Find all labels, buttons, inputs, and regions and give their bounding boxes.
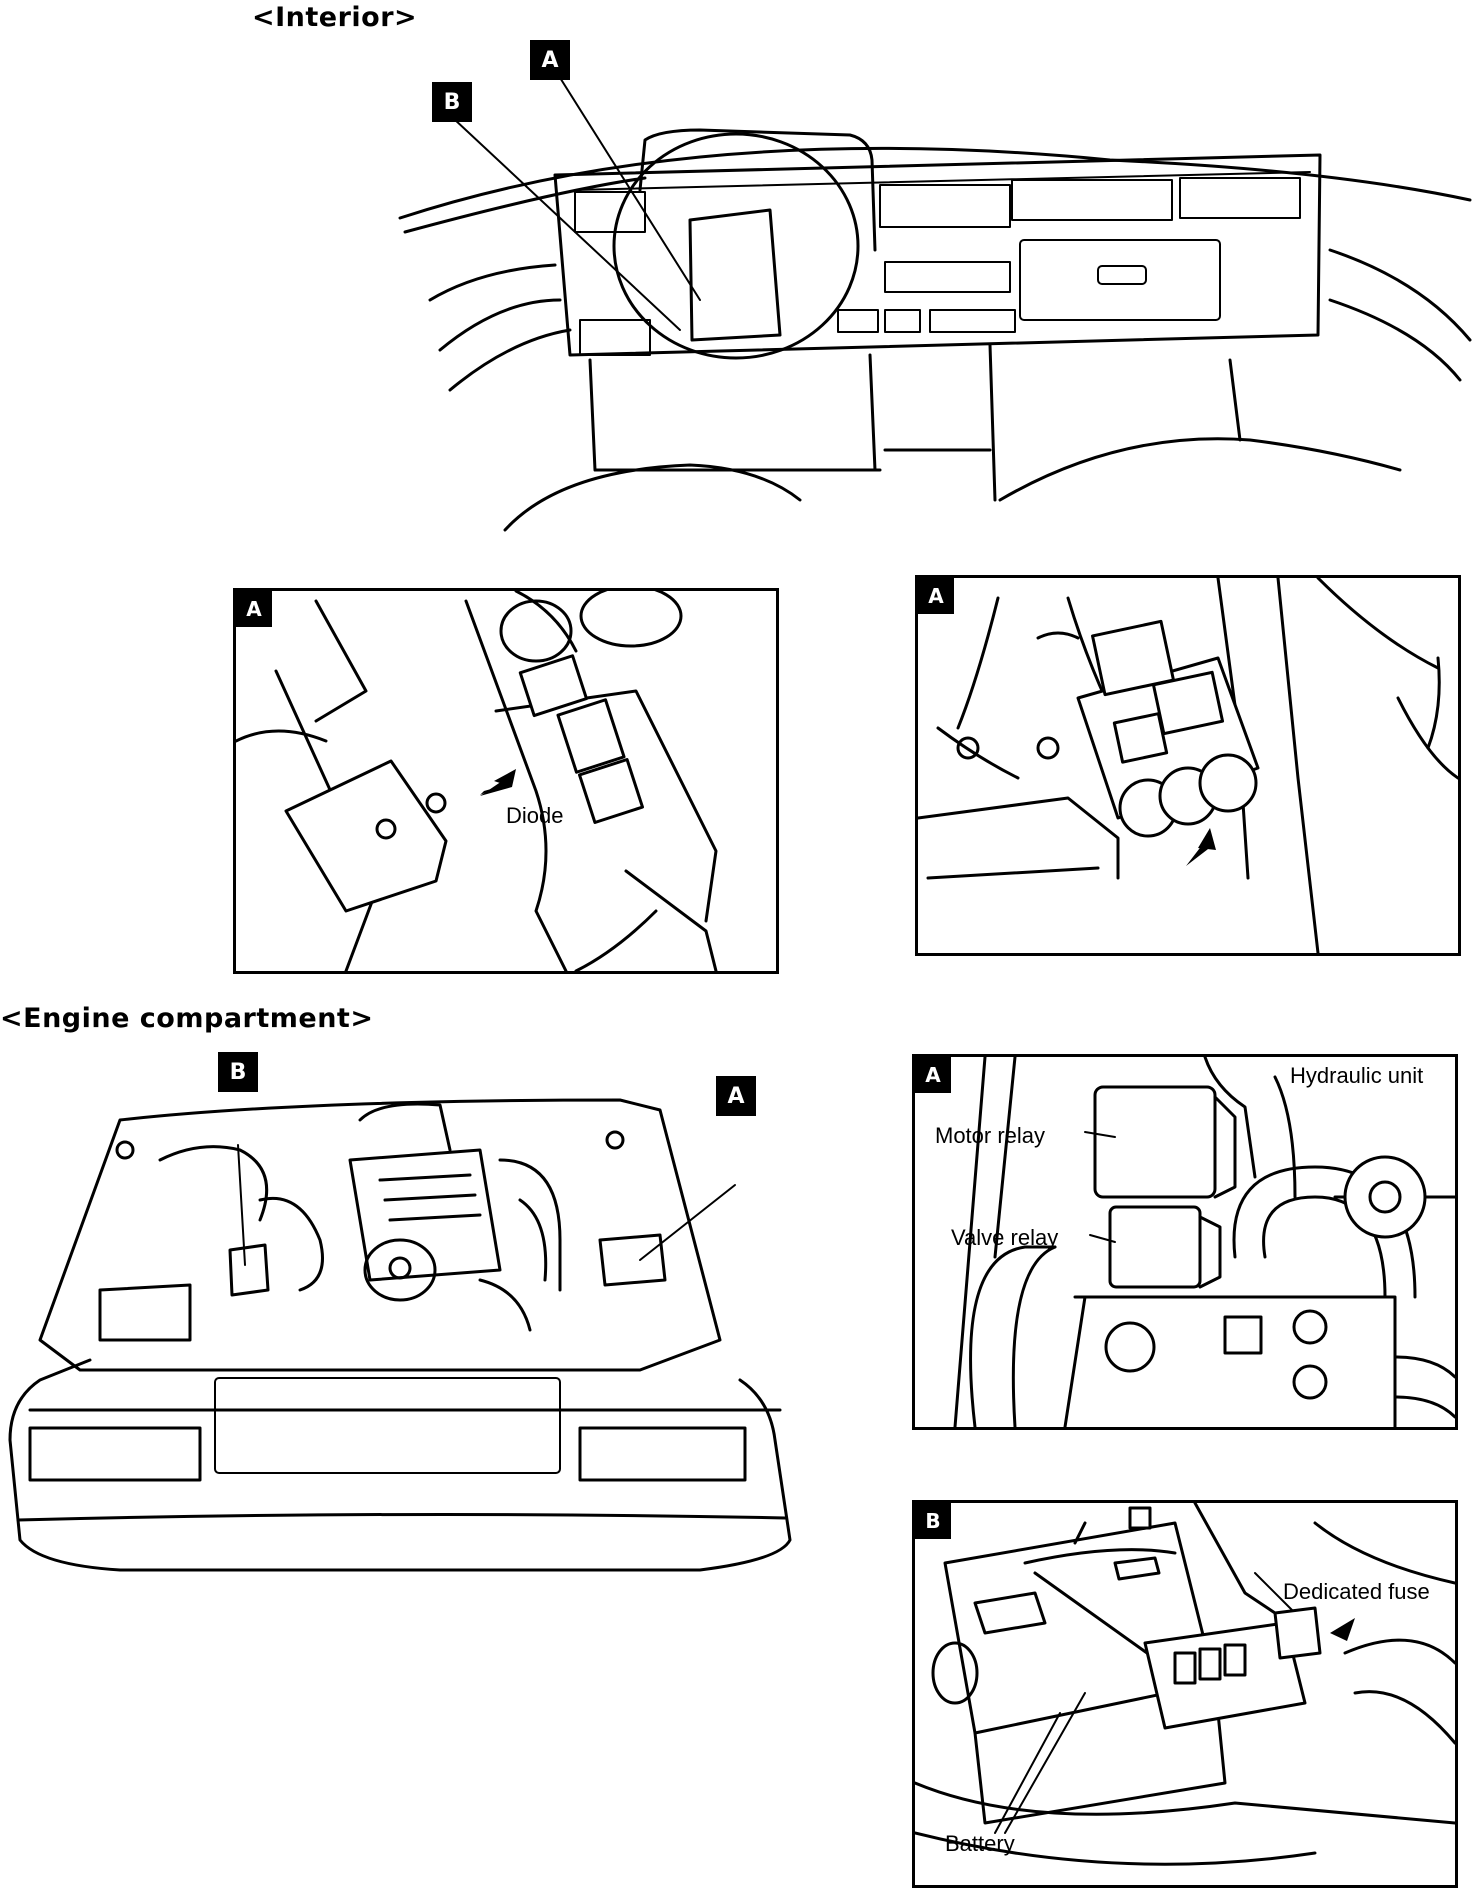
dashboard-illustration	[398, 64, 1472, 532]
interior-relay-detail-panel: A	[915, 575, 1461, 956]
dedicated-fuse-label: Dedicated fuse	[1283, 1579, 1430, 1604]
battery-fuse-detail-panel: B Dedicated fuse Battery	[912, 1500, 1458, 1888]
diode-panel-tag: A	[236, 591, 272, 627]
diode-detail-panel: A Diode	[233, 588, 779, 974]
diode-label: Diode	[506, 803, 564, 828]
motor-relay-label: Motor relay	[935, 1123, 1046, 1148]
engine-compartment-illustration	[8, 1098, 792, 1572]
interior-marker-b: B	[432, 82, 472, 122]
interior-relay-panel-tag: A	[918, 578, 954, 614]
hydraulic-unit-label: Hydraulic unit	[1290, 1063, 1424, 1088]
hydraulic-unit-detail-panel: A Hydraulic unit Motor relay Valve relay	[912, 1054, 1458, 1430]
hydraulic-unit-illustration	[953, 1057, 1455, 1427]
hydraulic-panel-tag: A	[915, 1057, 951, 1093]
diode-detail-illustration	[236, 591, 718, 971]
battery-label: Battery	[945, 1831, 1015, 1856]
engine-marker-b: B	[218, 1052, 258, 1092]
engine-marker-a: A	[716, 1076, 756, 1116]
interior-marker-a: A	[530, 40, 570, 80]
valve-relay-label: Valve relay	[951, 1225, 1059, 1250]
battery-panel-tag: B	[915, 1503, 951, 1539]
interior-title: <Interior>	[252, 2, 418, 33]
interior-relay-illustration	[918, 578, 1458, 953]
engine-title: <Engine compartment>	[0, 1003, 374, 1034]
battery-fuse-illustration	[915, 1503, 1455, 1866]
